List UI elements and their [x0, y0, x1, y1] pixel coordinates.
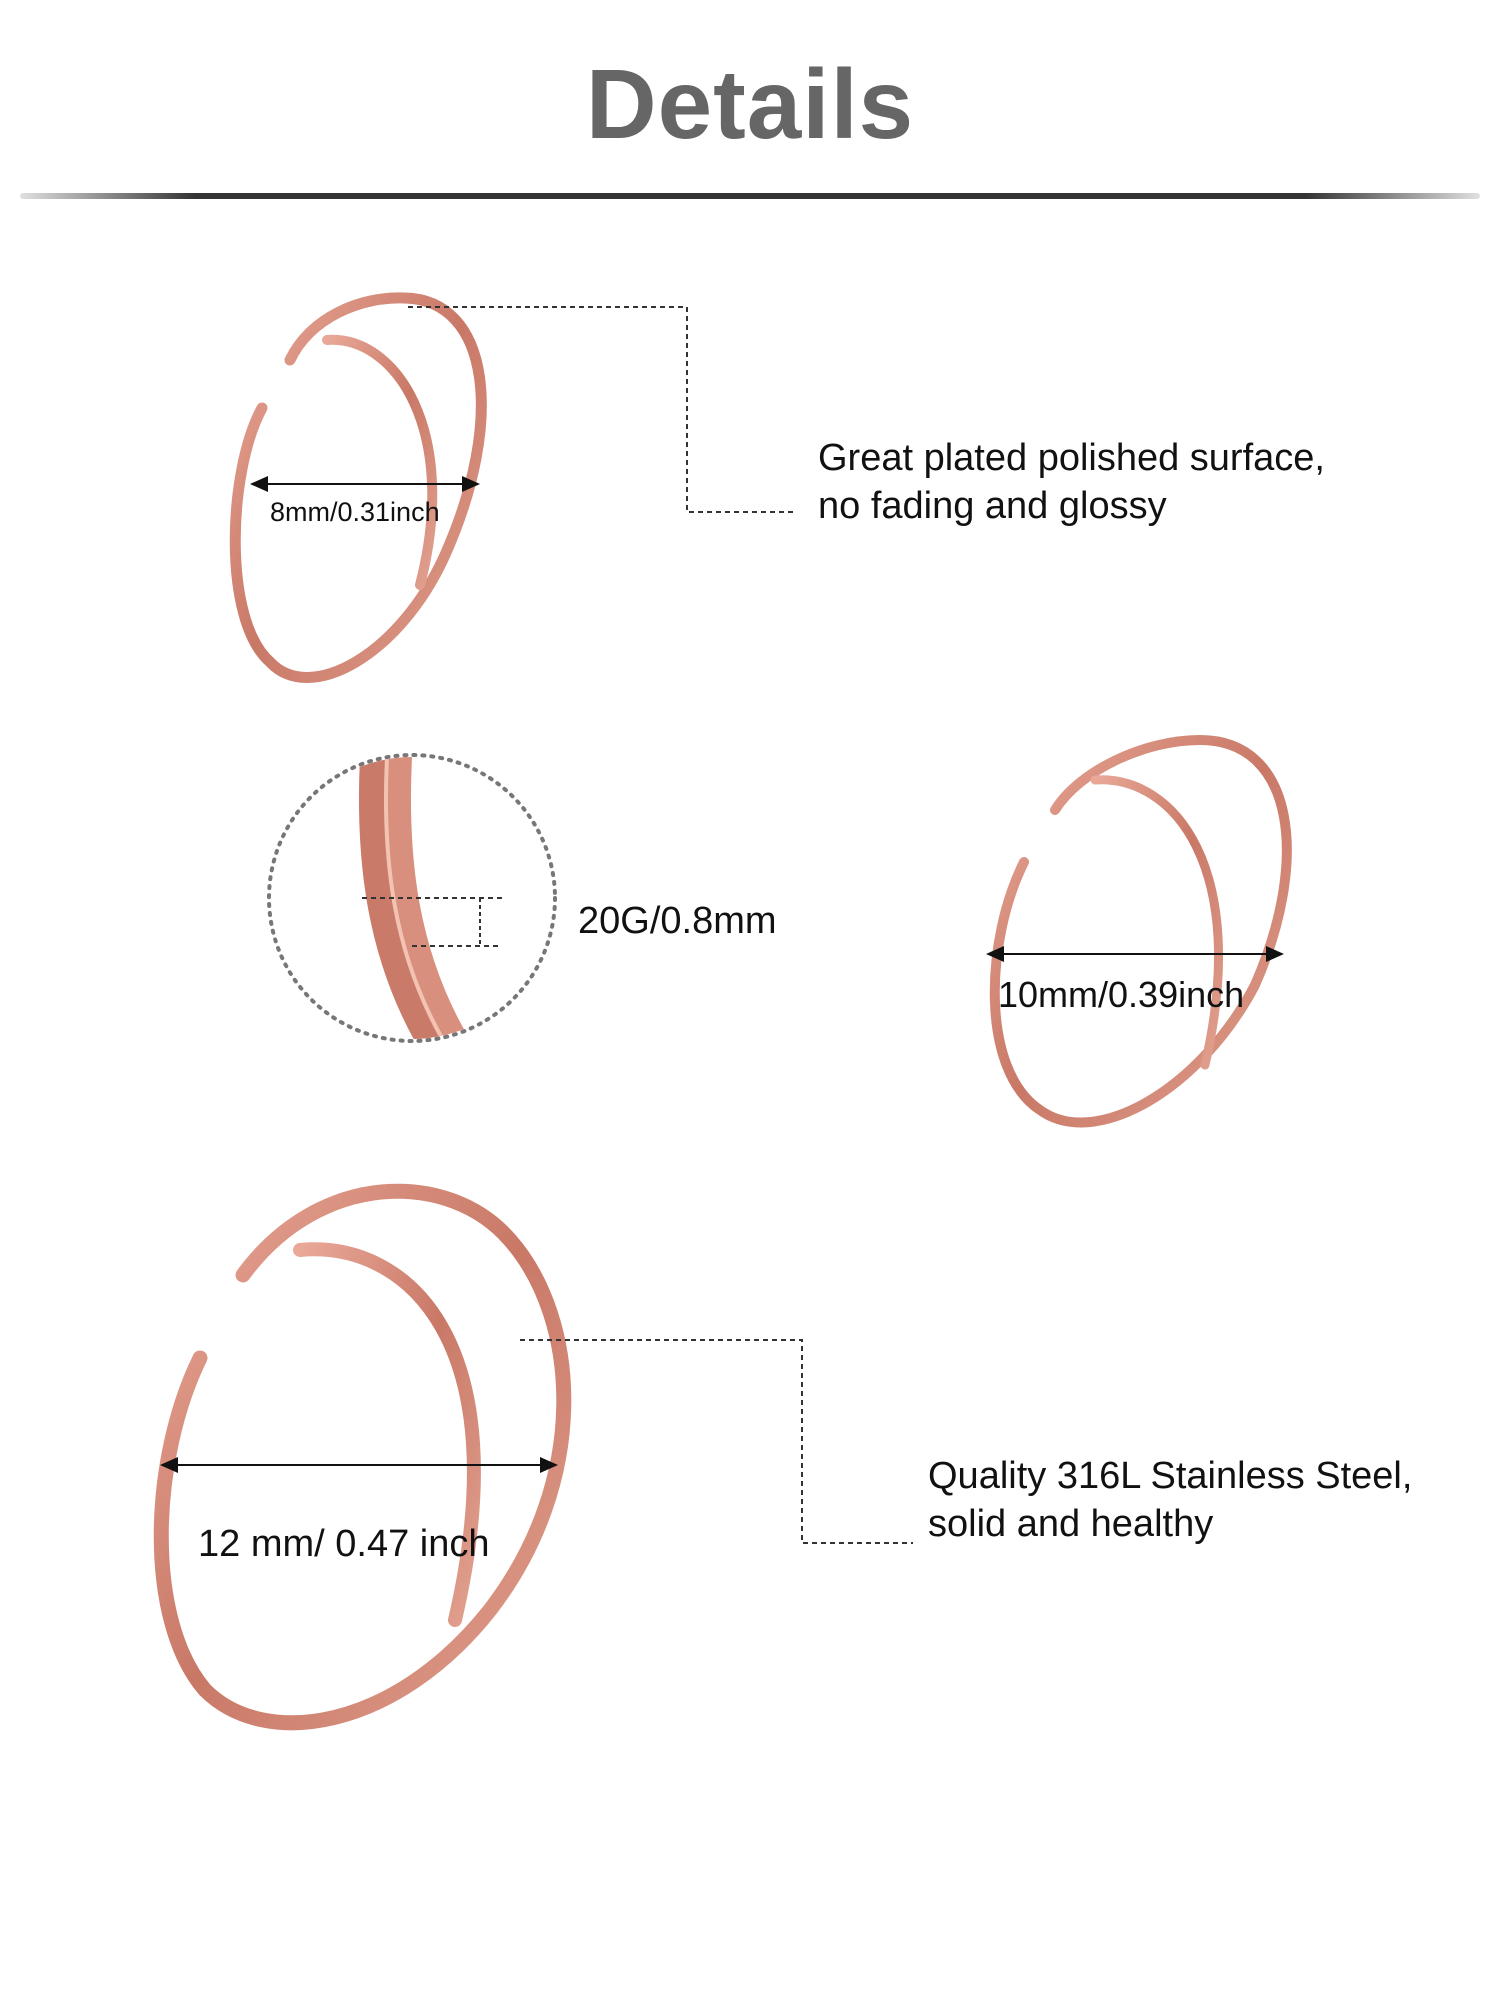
- material-feature-line-1: Quality 316L Stainless Steel,: [928, 1455, 1413, 1497]
- title-divider: [20, 193, 1480, 199]
- small-ring-size-label: 8mm/0.31inch: [270, 497, 440, 527]
- gauge-size-label: 20G/0.8mm: [578, 900, 777, 942]
- surface-feature-line-2: no fading and glossy: [818, 485, 1167, 527]
- large-ring-size-label: 12 mm/ 0.47 inch: [198, 1523, 490, 1565]
- surface-leader-line: [408, 306, 795, 513]
- material-leader-line: [520, 1339, 913, 1544]
- small-nose-ring: [229, 292, 487, 683]
- surface-feature-text: Great plated polished surface, no fading…: [818, 434, 1325, 530]
- gauge-zoom-circle: [267, 753, 557, 1043]
- medium-ring-size-label: 10mm/0.39inch: [998, 974, 1245, 1015]
- large-nose-ring: [153, 1183, 572, 1731]
- material-feature-line-2: solid and healthy: [928, 1503, 1214, 1545]
- page-title: Details: [585, 49, 915, 159]
- surface-feature-line-1: Great plated polished surface,: [818, 437, 1325, 479]
- material-feature-text: Quality 316L Stainless Steel, solid and …: [928, 1452, 1412, 1548]
- medium-nose-ring: [989, 734, 1292, 1128]
